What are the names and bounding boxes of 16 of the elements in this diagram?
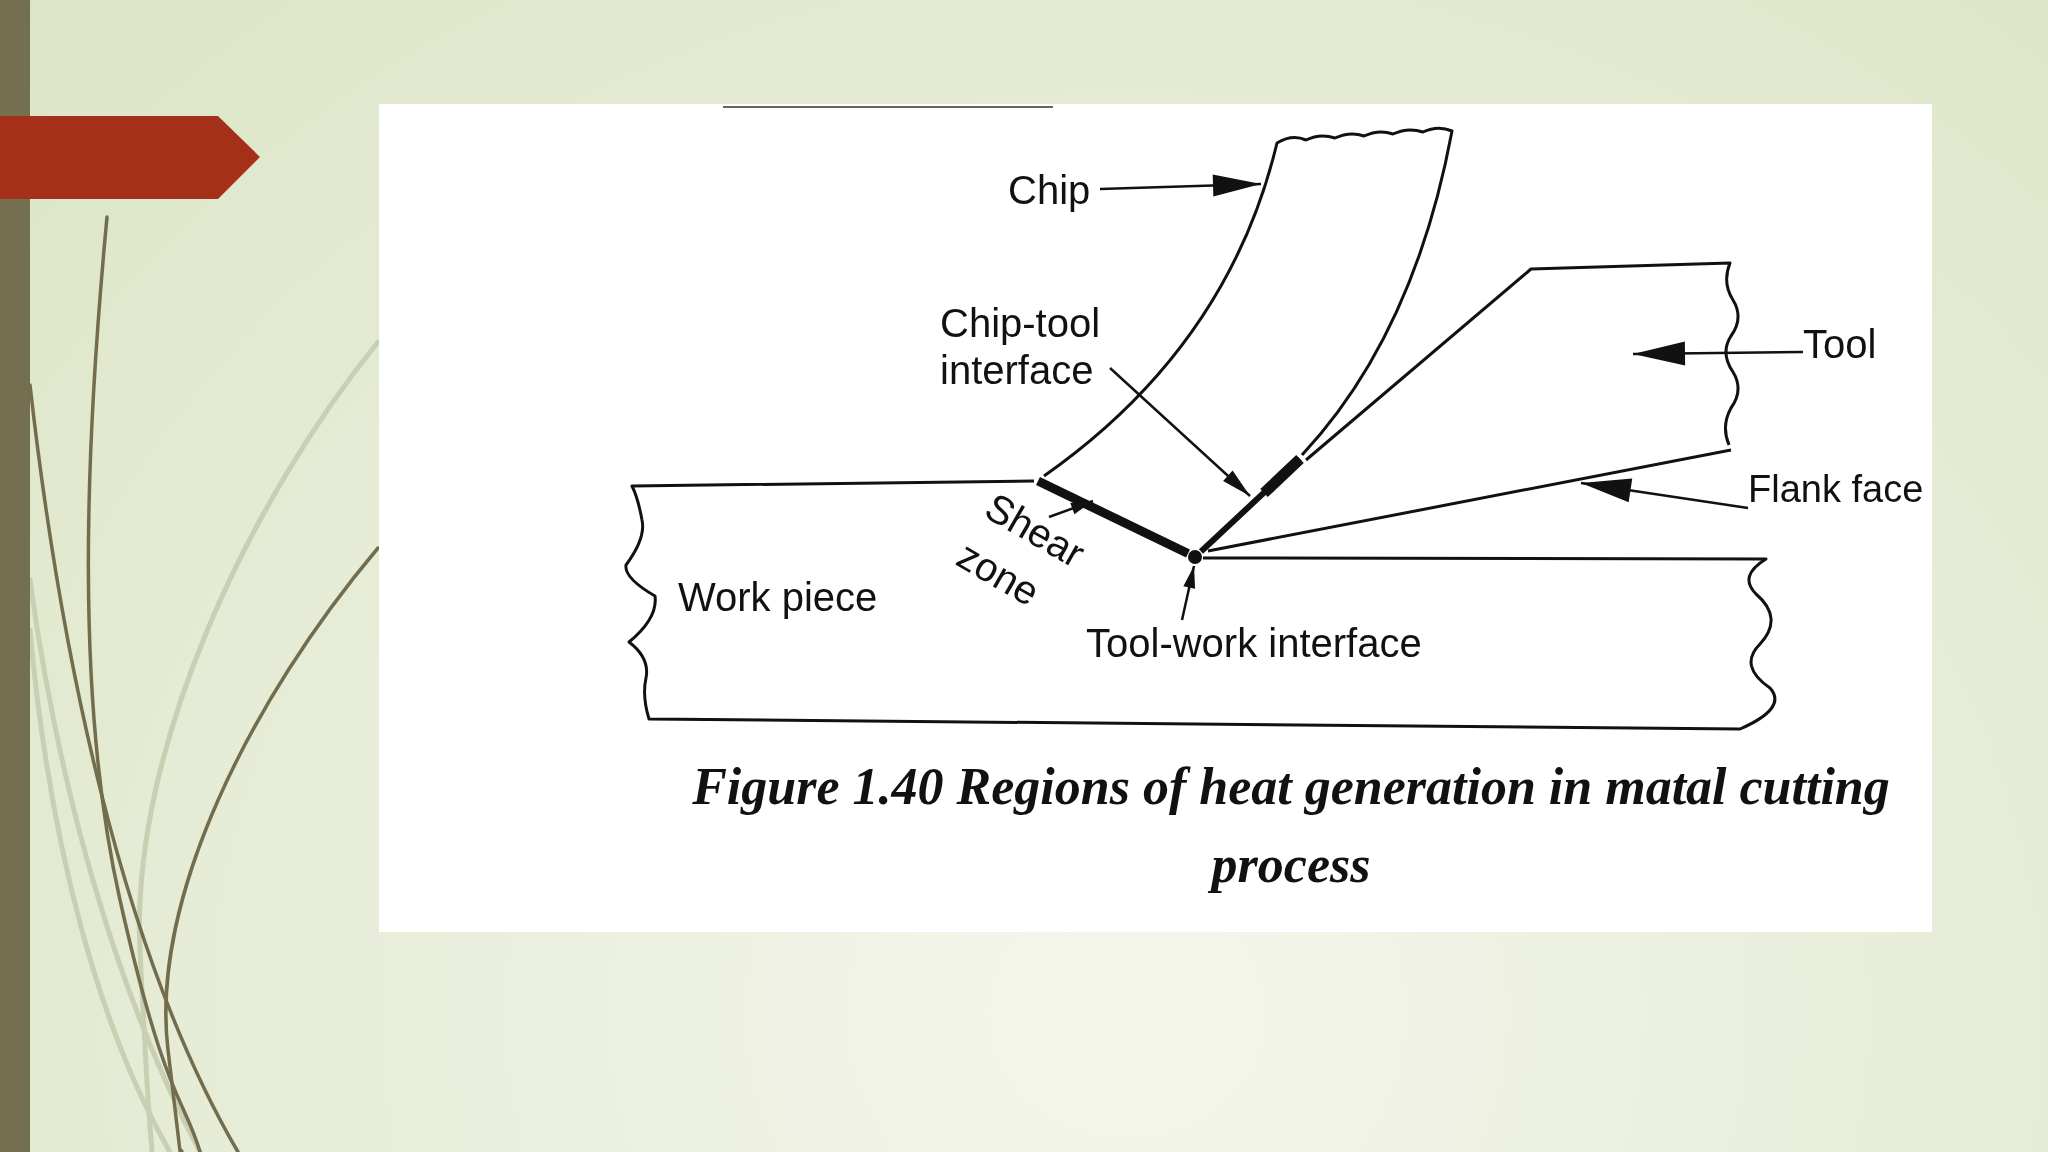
leader-arrow [1109, 367, 1251, 497]
part-label: Work piece [678, 574, 878, 620]
leader-arrow [1099, 174, 1262, 197]
flank-face-edge [1207, 448, 1732, 553]
leader-arrow [1180, 565, 1196, 621]
leader-arrow [1633, 341, 1803, 366]
tool-shape [1305, 261, 1740, 462]
callout-label: Flank face [1748, 466, 1930, 512]
callout-label: Tool [1803, 321, 1887, 367]
callout-label: Tool-work interface [1086, 620, 1431, 666]
callout-label: Chip [1008, 167, 1100, 213]
leader-arrow [1048, 499, 1094, 519]
leader-arrow [1580, 478, 1749, 510]
chip-tool-interface-line [1198, 455, 1304, 554]
figure-caption: Figure 1.40 Regions of heat generation in matal cutting process [691, 757, 1891, 895]
callout-label: Chip-tool interface [940, 300, 1110, 394]
